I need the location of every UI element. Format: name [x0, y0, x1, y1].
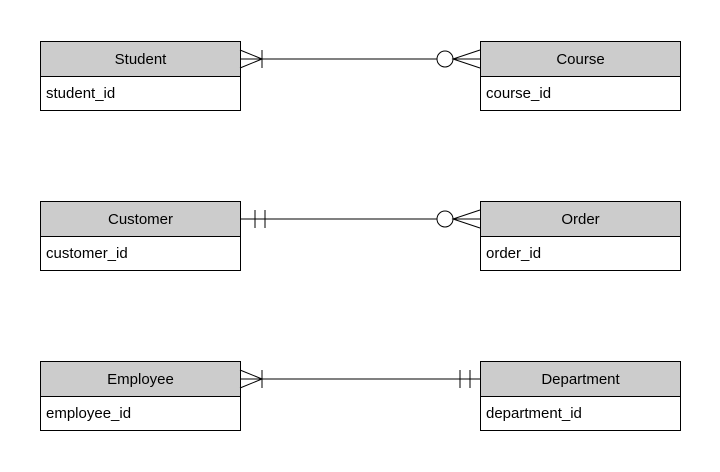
entity-department-title: Department	[481, 362, 680, 397]
circle-with-crow-foot-icon	[436, 49, 481, 69]
entity-employee-attribute: employee_id	[41, 397, 240, 430]
entity-student-title: Student	[41, 42, 240, 77]
entity-order: Order order_id	[480, 201, 681, 271]
relationship-customer-order	[240, 209, 481, 229]
double-bar-icon	[459, 370, 471, 388]
relationship-employee-department	[239, 369, 480, 389]
entity-customer-title: Customer	[41, 202, 240, 237]
circle-with-crow-foot-icon	[436, 209, 481, 229]
entity-student-attribute: student_id	[41, 77, 240, 110]
entity-order-attribute: order_id	[481, 237, 680, 270]
entity-course-title: Course	[481, 42, 680, 77]
entity-employee: Employee employee_id	[40, 361, 241, 431]
entity-customer-attribute: customer_id	[41, 237, 240, 270]
entity-employee-title: Employee	[41, 362, 240, 397]
entity-student: Student student_id	[40, 41, 241, 111]
entity-customer: Customer customer_id	[40, 201, 241, 271]
entity-course: Course course_id	[480, 41, 681, 111]
entity-department-attribute: department_id	[481, 397, 680, 430]
relationship-student-course	[239, 49, 481, 69]
entity-order-title: Order	[481, 202, 680, 237]
entity-course-attribute: course_id	[481, 77, 680, 110]
entity-department: Department department_id	[480, 361, 681, 431]
